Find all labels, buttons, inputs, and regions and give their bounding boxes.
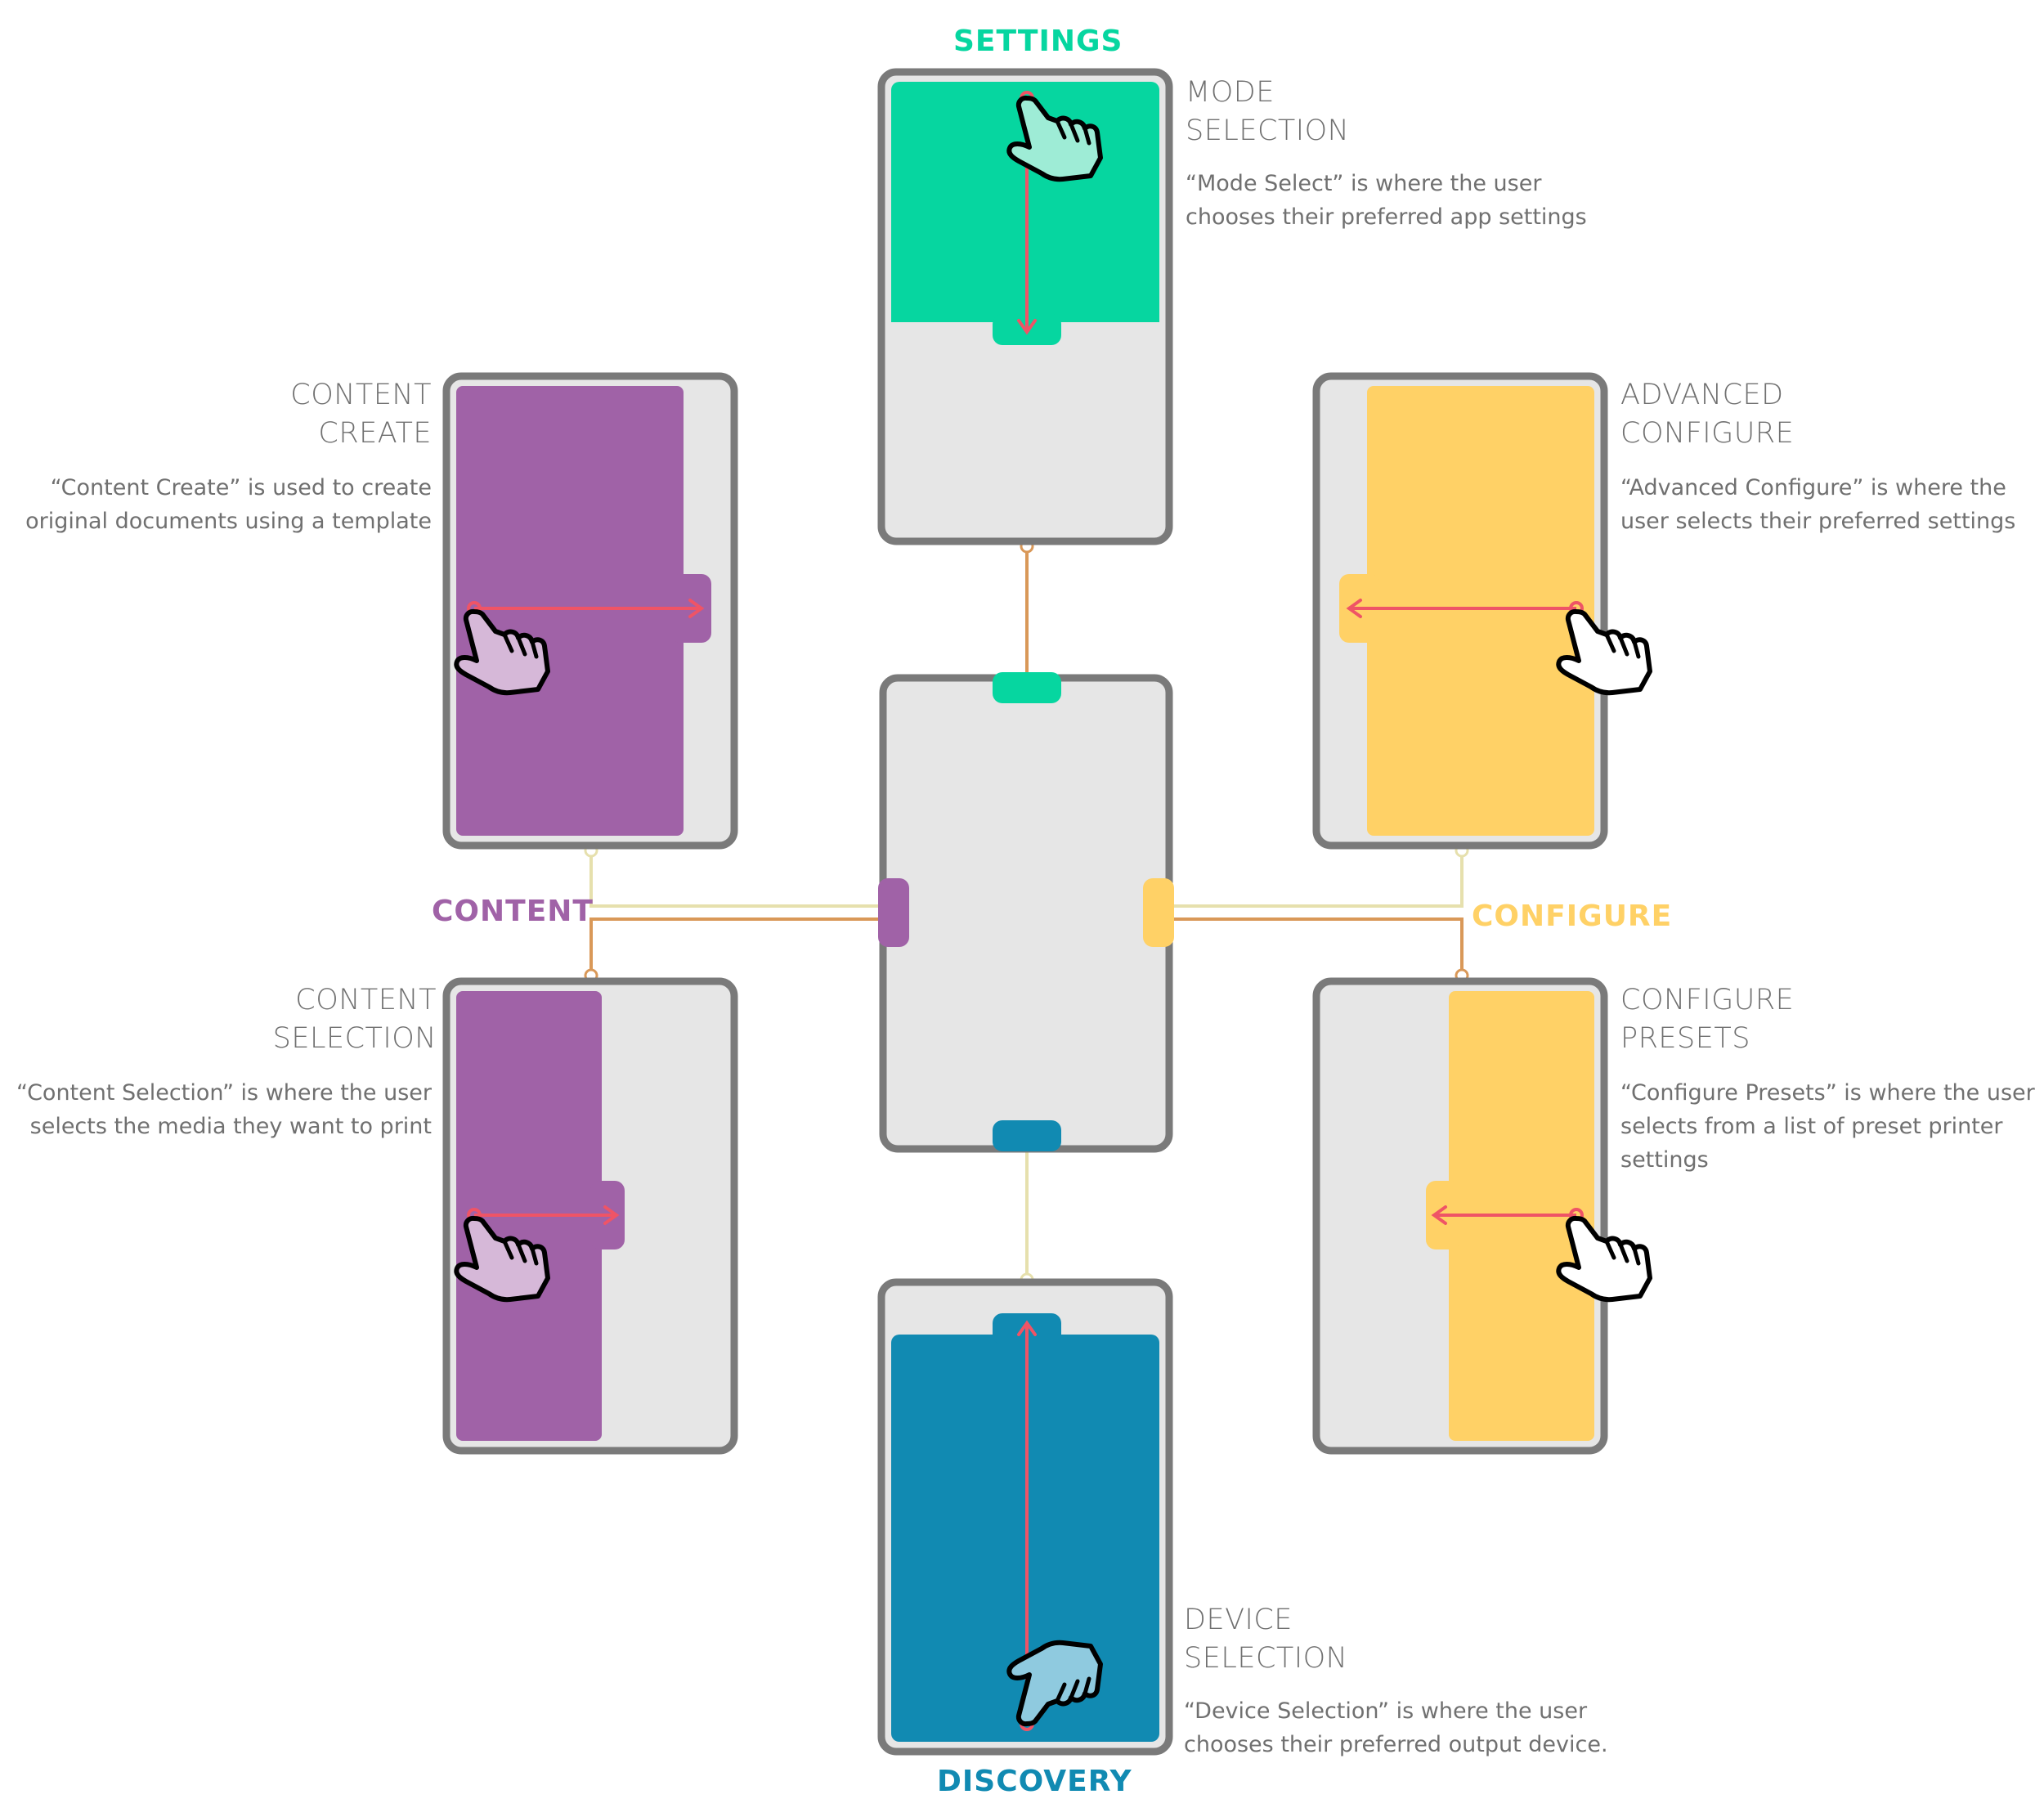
screen-home-hub [878, 672, 1174, 1153]
screen-content-selection [442, 977, 738, 1455]
category-label-settings: SETTINGS [953, 25, 1123, 58]
screen-content-create [442, 372, 738, 850]
desc-line: settings [1620, 1147, 1709, 1173]
settings-tab[interactable] [993, 672, 1061, 703]
title-line: MODE [1186, 76, 1275, 109]
screen-title: CONTENT SELECTION [273, 981, 437, 1058]
screen-title: CONFIGURE PRESETS [1620, 981, 1794, 1058]
title-line: SELECTION [1184, 1642, 1348, 1675]
screen-mode-selection [877, 68, 1173, 545]
title-line: CREATE [318, 417, 432, 450]
title-line: DEVICE [1184, 1604, 1293, 1636]
desc-line: selects the media they want to print [29, 1114, 432, 1139]
desc-line: chooses their preferred app settings [1186, 204, 1587, 230]
title-line: CONTENT [290, 379, 432, 411]
screen-description: “Content Create” is used to create origi… [25, 471, 432, 538]
title-line: ADVANCED [1620, 379, 1784, 411]
connector-content-create [589, 853, 885, 908]
category-label-content: CONTENT [432, 895, 594, 928]
desc-line: “Mode Select” is where the user [1186, 171, 1542, 196]
title-line: CONTENT [295, 984, 437, 1016]
category-label-discovery: DISCOVERY [937, 1765, 1132, 1798]
screen-title: DEVICE SELECTION [1184, 1601, 1347, 1678]
title-line: CONFIGURE [1620, 984, 1795, 1016]
screen-description: “Configure Presets” is where the user se… [1620, 1076, 2035, 1177]
title-line: PRESETS [1620, 1022, 1750, 1055]
connector-configure-presets [1172, 917, 1464, 973]
title-line: SELECTION [1186, 114, 1350, 147]
desc-line: original documents using a template [25, 509, 432, 534]
arrow-head [603, 1205, 620, 1225]
desc-line: selects from a list of preset printer [1620, 1114, 2003, 1139]
desc-line: chooses their preferred output device. [1184, 1732, 1608, 1757]
screen-description: “Mode Select” is where the user chooses … [1186, 167, 1587, 234]
screen-description: “Advanced Configure” is where the user s… [1620, 471, 2015, 538]
screen-device-selection [877, 1278, 1173, 1756]
configure-panel [1367, 386, 1594, 836]
configure-tab[interactable] [1143, 878, 1174, 947]
arrow-head [688, 599, 705, 618]
screen-title: ADVANCED CONFIGURE [1620, 376, 1794, 453]
content-panel [456, 386, 684, 836]
desc-line: “Configure Presets” is where the user [1620, 1080, 2035, 1106]
desc-line: user selects their preferred settings [1620, 509, 2016, 534]
screen-title: MODE SELECTION [1186, 74, 1349, 150]
screen-advanced-configure [1312, 372, 1650, 850]
discovery-tab[interactable] [993, 1120, 1061, 1151]
category-label-configure: CONFIGURE [1472, 900, 1673, 933]
arrow-head [1346, 599, 1362, 618]
screen-description: “Device Selection” is where the user cho… [1184, 1694, 1608, 1761]
arrow-head [1017, 319, 1037, 335]
desc-line: “Device Selection” is where the user [1184, 1698, 1588, 1724]
title-line: SELECTION [272, 1022, 437, 1055]
arrow-head [1017, 1320, 1037, 1336]
content-tab[interactable] [878, 878, 909, 947]
title-line: CONFIGURE [1620, 417, 1795, 450]
desc-line: “Content Selection” is where the user [16, 1080, 432, 1106]
connector-content-selection [589, 917, 885, 973]
desc-line: “Content Create” is used to create [50, 475, 432, 500]
screen-configure-presets [1312, 977, 1650, 1455]
screen-title: CONTENT CREATE [290, 376, 432, 453]
device-frame [879, 674, 1173, 1153]
arrow-head [1431, 1205, 1447, 1225]
screen-description: “Content Selection” is where the user se… [16, 1076, 432, 1143]
connector-advanced-configure [1172, 853, 1464, 908]
desc-line: “Advanced Configure” is where the [1620, 475, 2006, 500]
